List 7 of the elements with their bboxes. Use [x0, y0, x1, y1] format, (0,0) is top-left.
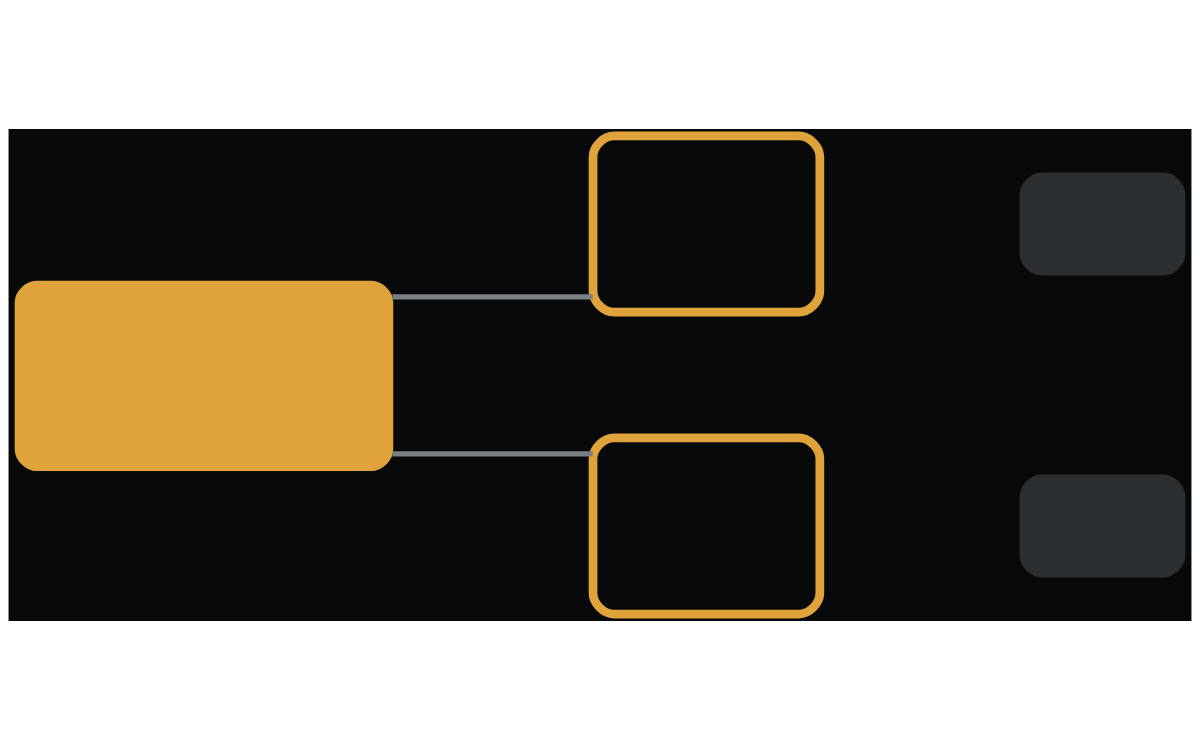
connector [392, 294, 593, 300]
node-box [14, 280, 394, 471]
node-box [1019, 172, 1186, 276]
node-box [588, 131, 825, 317]
node-box [1019, 474, 1186, 578]
connector [392, 451, 593, 457]
node-box [588, 433, 825, 619]
